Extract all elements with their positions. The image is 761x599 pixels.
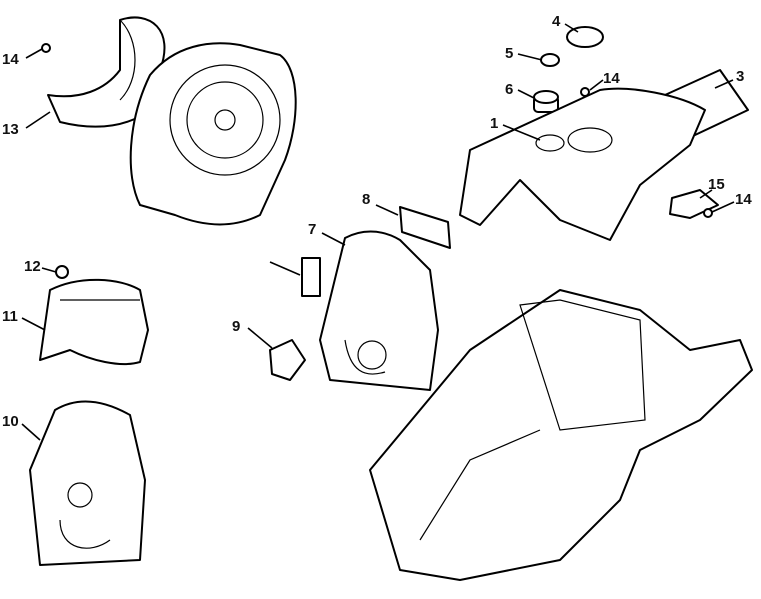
- part-13-guard: [47, 16, 166, 128]
- callout-14: 14: [2, 51, 19, 68]
- callout-14: 14: [603, 70, 620, 87]
- callout-3: 3: [736, 68, 744, 85]
- callout-4: 4: [552, 13, 561, 30]
- callout-1: 1: [490, 115, 498, 132]
- part-11-cover: [39, 278, 149, 366]
- callout-15: 15: [708, 176, 725, 193]
- part-1-top-cover: [459, 87, 706, 241]
- part-10-cover: [29, 400, 146, 566]
- part-9-knob: [269, 339, 306, 381]
- part-4-cap: [566, 26, 604, 48]
- callout-6: 6: [505, 81, 513, 98]
- leader-lines: [21, 23, 735, 441]
- callout-9: 9: [232, 318, 240, 335]
- part-14-screw: [703, 208, 713, 218]
- callout-11: 11: [2, 308, 18, 325]
- decal: [301, 257, 321, 297]
- part-8-plate: [399, 206, 451, 249]
- callout-10: 10: [2, 413, 19, 430]
- callout-12: 12: [24, 258, 41, 275]
- callout-13: 13: [2, 121, 19, 138]
- main-housing: [369, 289, 753, 581]
- part-6-bushing: [533, 90, 559, 113]
- callout-7: 7: [308, 221, 316, 238]
- part-7-cover: [319, 230, 439, 391]
- part-5-grommet: [540, 53, 560, 67]
- callout-14: 14: [735, 191, 752, 208]
- callout-5: 5: [505, 45, 513, 62]
- callout-8: 8: [362, 191, 370, 208]
- starter-housing: [129, 42, 297, 226]
- part-14-screw: [41, 43, 51, 53]
- part-12-nut: [55, 265, 69, 279]
